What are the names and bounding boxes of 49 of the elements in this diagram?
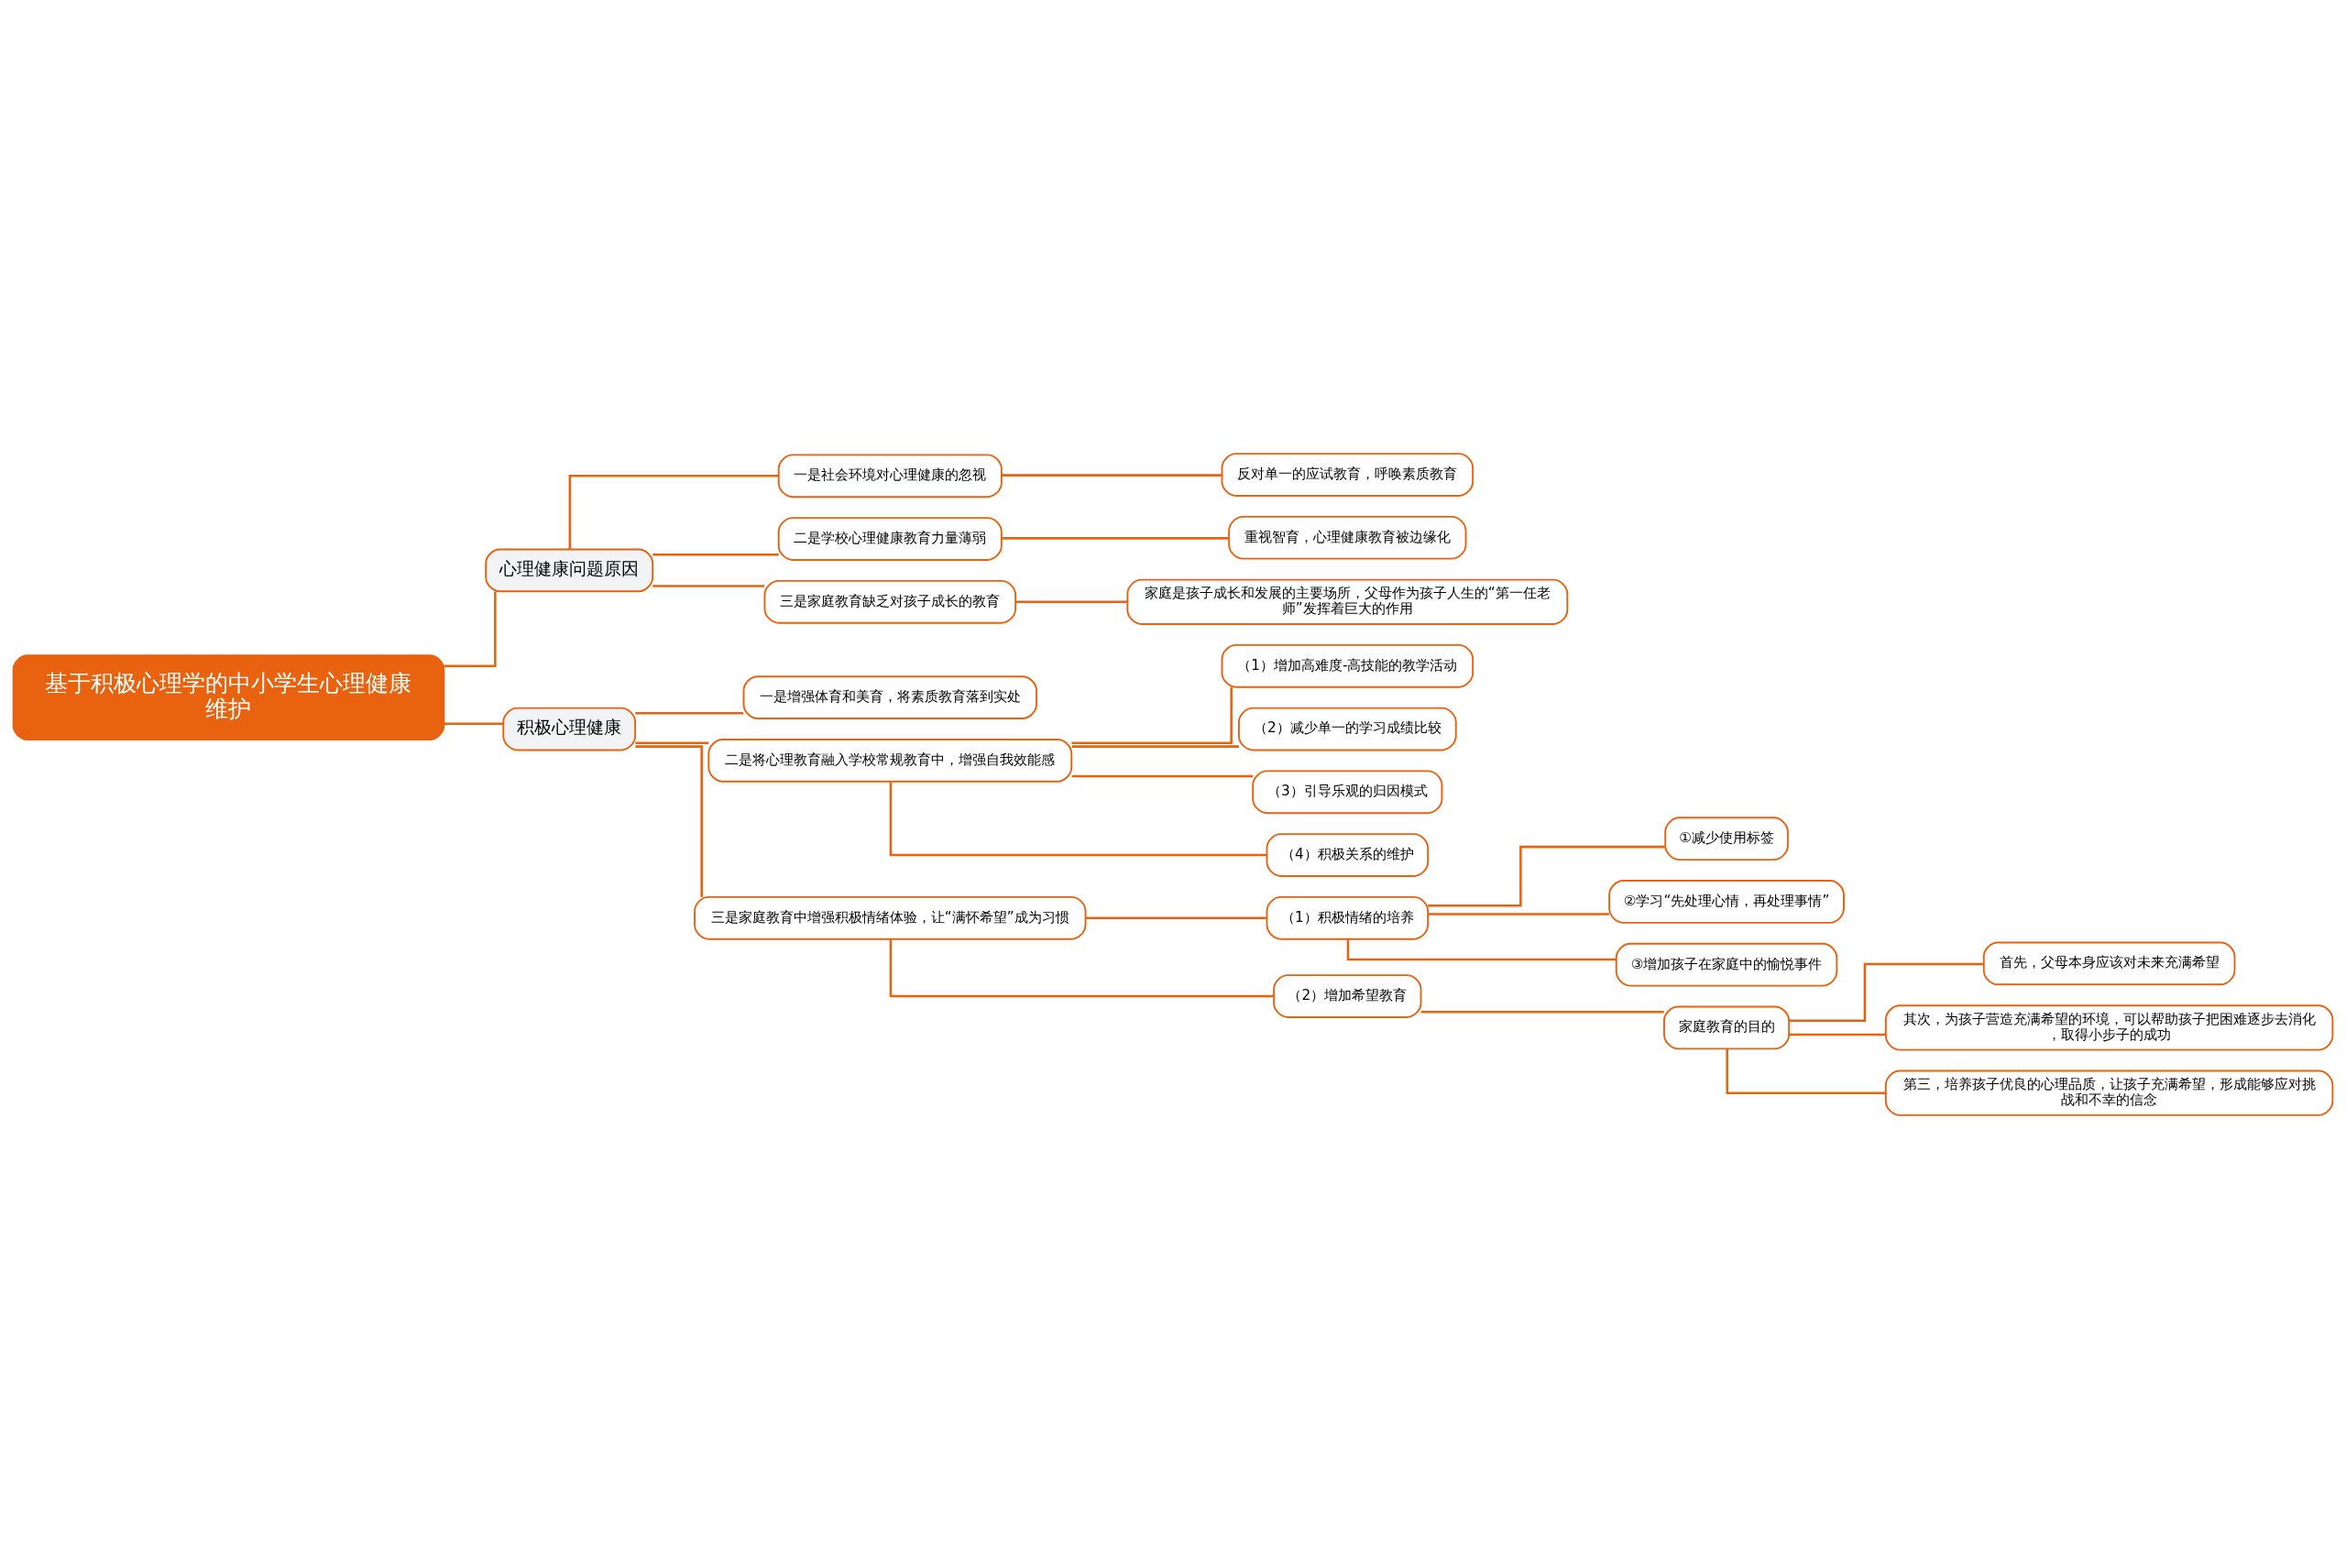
connector — [1346, 938, 1617, 960]
node-box: ③增加孩子在家庭中的愉悦事件 — [1615, 942, 1838, 987]
node-box: 基于积极心理学的中小学生心理健康维护 — [12, 653, 445, 740]
connector — [889, 781, 1267, 856]
node-box: 其次，为孩子营造充满希望的环境，可以帮助孩子把困难逐步去消化，取得小步子的成功 — [1884, 1003, 2334, 1051]
node-box: （2）减少单一的学习成绩比较 — [1237, 707, 1457, 751]
connector — [444, 722, 504, 725]
node-box: 一是社会环境对心理健康的忽视 — [777, 453, 1003, 498]
connector — [652, 584, 765, 587]
connector — [1002, 536, 1230, 540]
node-box: （1）增加高难度-高技能的教学活动 — [1221, 643, 1474, 688]
connector — [1015, 600, 1128, 603]
node-box: 积极心理健康 — [502, 707, 637, 751]
connector — [635, 711, 744, 715]
node-box: （3）引导乐观的归因模式 — [1252, 769, 1443, 814]
connector — [444, 591, 497, 667]
node-box: 心理健康问题原因 — [485, 548, 654, 592]
connector — [1085, 916, 1267, 919]
connector — [568, 474, 779, 549]
connector — [635, 744, 703, 897]
node-box: （2）增加希望教育 — [1273, 973, 1422, 1018]
connector — [1789, 1033, 1886, 1036]
connector — [1071, 686, 1233, 744]
node-box: 三是家庭教育中增强积极情绪体验，让“满怀希望”成为习惯 — [694, 895, 1087, 940]
connector — [1726, 1047, 1886, 1094]
node-box: 家庭教育的目的 — [1663, 1005, 1791, 1049]
connector — [1789, 962, 1984, 1022]
connector — [1002, 473, 1222, 477]
connector — [1071, 744, 1239, 748]
node-box: （1）积极情绪的培养 — [1266, 895, 1430, 940]
node-box: 家庭是孩子成长和发展的主要场所，父母作为孩子人生的“第一任老师”发挥着巨大的作用 — [1126, 578, 1569, 625]
node-box: 首先，父母本身应该对未来充满希望 — [1982, 941, 2236, 985]
node-box: （4）积极关系的维护 — [1266, 832, 1430, 877]
node-box: 第三，培养孩子优良的心理品质，让孩子充满希望，形成能够应对挑战和不幸的信念 — [1884, 1069, 2334, 1116]
node-box: 重视智育，心理健康教育被边缘化 — [1228, 515, 1467, 560]
connector — [635, 741, 709, 744]
node-box: 反对单一的应试教育，呼唤素质教育 — [1221, 452, 1474, 497]
node-box: 三是家庭教育缺乏对孩子成长的教育 — [763, 579, 1017, 624]
connector — [1428, 912, 1609, 916]
node-box: 二是学校心理健康教育力量薄弱 — [777, 516, 1003, 561]
connector — [652, 553, 779, 555]
node-box: ②学习“先处理心情，再处理事情” — [1608, 879, 1845, 924]
connector — [1420, 1010, 1664, 1013]
connector — [1428, 845, 1665, 906]
node-box: 二是将心理教育融入学校常规教育中，增强自我效能感 — [707, 738, 1073, 783]
connector — [889, 938, 1274, 997]
node-box: 一是增强体育和美育，将素质教育落到实处 — [742, 674, 1037, 719]
connector — [1071, 774, 1254, 777]
node-box: ①减少使用标签 — [1664, 816, 1789, 861]
